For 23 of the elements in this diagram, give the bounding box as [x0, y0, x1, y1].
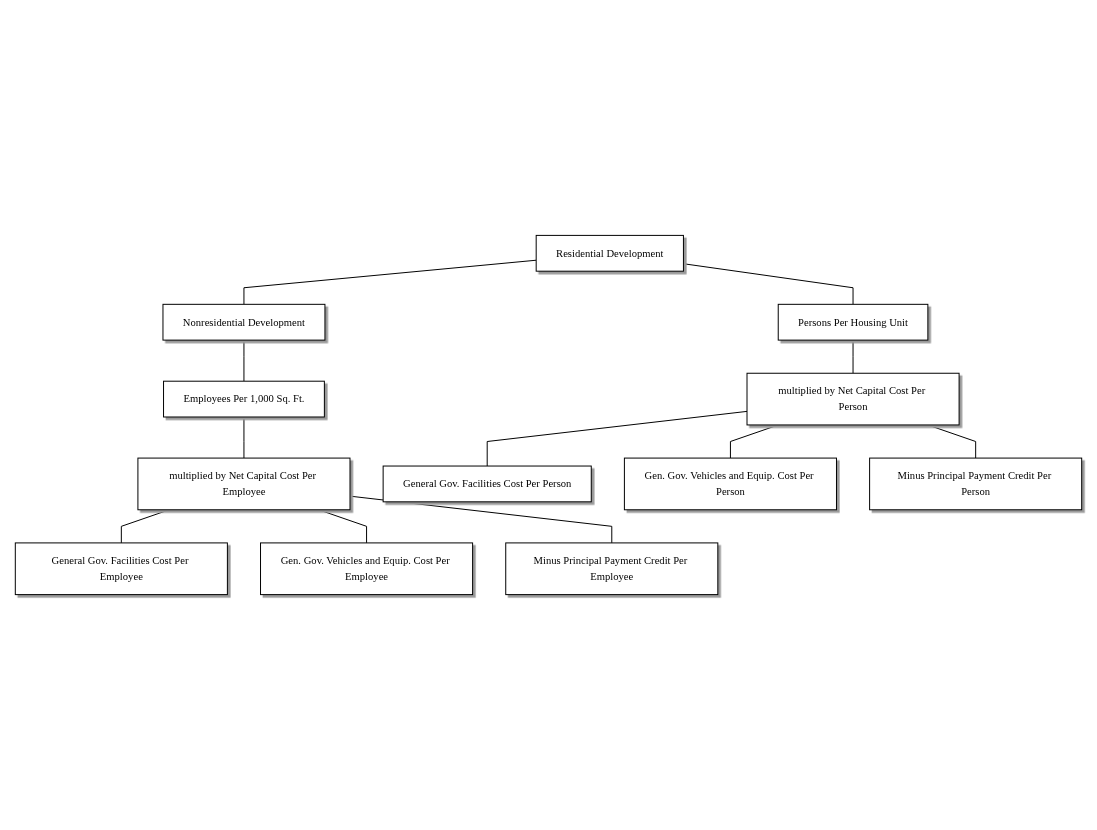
connector	[349, 495, 613, 544]
node-box: Persons Per Housing Unit	[777, 303, 929, 341]
node-box: Gen. Gov. Vehicles and Equip. Cost Per Employee	[260, 542, 474, 596]
connector	[486, 410, 748, 467]
node-box: Employees Per 1,000 Sq. Ft.	[163, 380, 325, 418]
connector	[120, 509, 170, 544]
connector	[682, 263, 854, 305]
node-box: Nonresidential Development	[162, 303, 326, 341]
node-box: multiplied by Net Capital Cost Per Person	[746, 372, 960, 426]
node-box: Residential Development	[535, 234, 684, 272]
node-box: General Gov. Facilities Cost Per Person	[382, 465, 592, 503]
node-box: Minus Principal Payment Credit Per Employee	[505, 542, 719, 596]
node-box: Minus Principal Payment Credit Per Person	[869, 457, 1083, 511]
node-box: multiplied by Net Capital Cost Per Employee	[137, 457, 351, 511]
connector	[243, 416, 245, 459]
node-box: General Gov. Facilities Cost Per Employee	[14, 542, 228, 596]
node-box: Gen. Gov. Vehicles and Equip. Cost Per Person	[623, 457, 837, 511]
connector	[243, 259, 537, 305]
connector	[927, 424, 977, 459]
connector	[243, 339, 245, 382]
connector	[318, 509, 368, 544]
connector	[729, 424, 779, 459]
connector	[852, 339, 854, 374]
